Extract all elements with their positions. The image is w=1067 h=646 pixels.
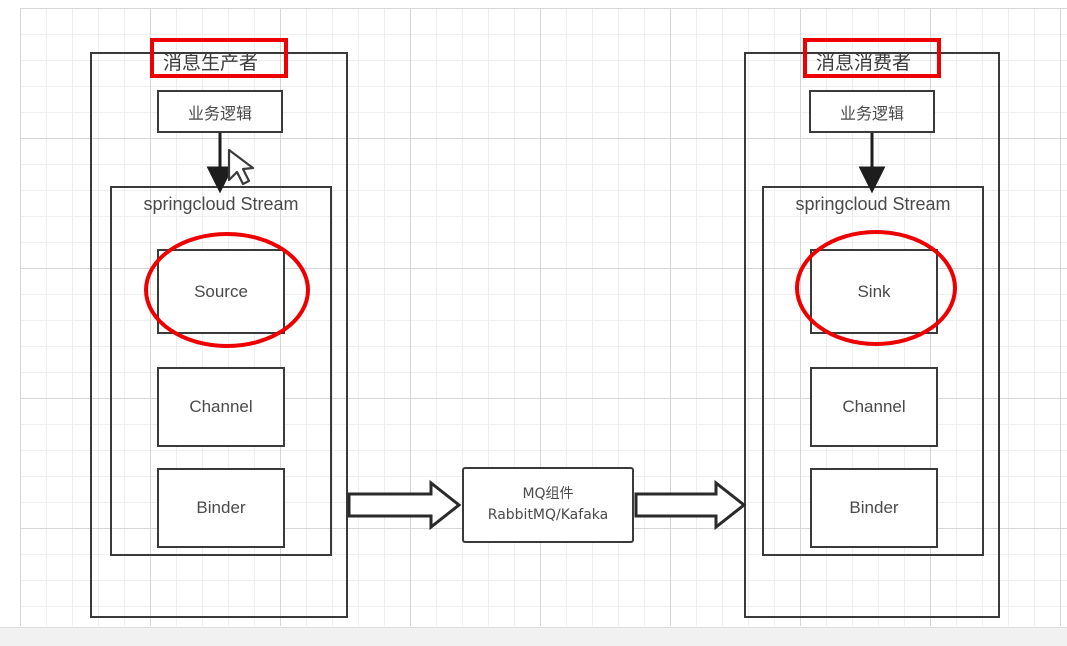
producer-container — [90, 52, 348, 618]
consumer-business-logic-box: 业务逻辑 — [809, 90, 935, 133]
producer-source-highlight-ellipse — [144, 232, 310, 348]
producer-stream-panel-title: springcloud Stream — [143, 194, 299, 214]
consumer-channel-label: Channel — [842, 397, 906, 416]
consumer-channel-box: Channel — [810, 367, 938, 447]
producer-binder-box: Binder — [157, 468, 285, 548]
consumer-title-highlight-rect — [803, 38, 941, 78]
producer-channel-box: Channel — [157, 367, 285, 447]
consumer-title: 消息消费者 — [816, 52, 912, 74]
producer-title-highlight-rect — [150, 38, 288, 78]
consumer-business-logic-label: 业务逻辑 — [839, 103, 904, 123]
producer-binder-label: Binder — [196, 498, 246, 517]
consumer-binder-label: Binder — [849, 498, 899, 517]
consumer-container — [744, 52, 1000, 618]
producer-channel-label: Channel — [189, 397, 253, 416]
consumer-stream-panel-title: springcloud Stream — [795, 194, 951, 214]
producer-business-logic-label: 业务逻辑 — [187, 103, 252, 123]
mq-middleware-line1: MQ组件 — [522, 486, 574, 502]
mq-middleware-box: MQ组件 RabbitMQ/Kafaka — [462, 467, 634, 543]
producer-business-logic-box: 业务逻辑 — [157, 90, 283, 133]
consumer-binder-box: Binder — [810, 468, 938, 548]
mq-middleware-label: MQ组件 RabbitMQ/Kafaka — [464, 484, 632, 526]
mq-middleware-line2: RabbitMQ/Kafaka — [487, 507, 609, 523]
bottom-status-strip — [0, 627, 1067, 646]
consumer-sink-highlight-ellipse — [795, 230, 957, 346]
producer-title: 消息生产者 — [163, 52, 259, 74]
